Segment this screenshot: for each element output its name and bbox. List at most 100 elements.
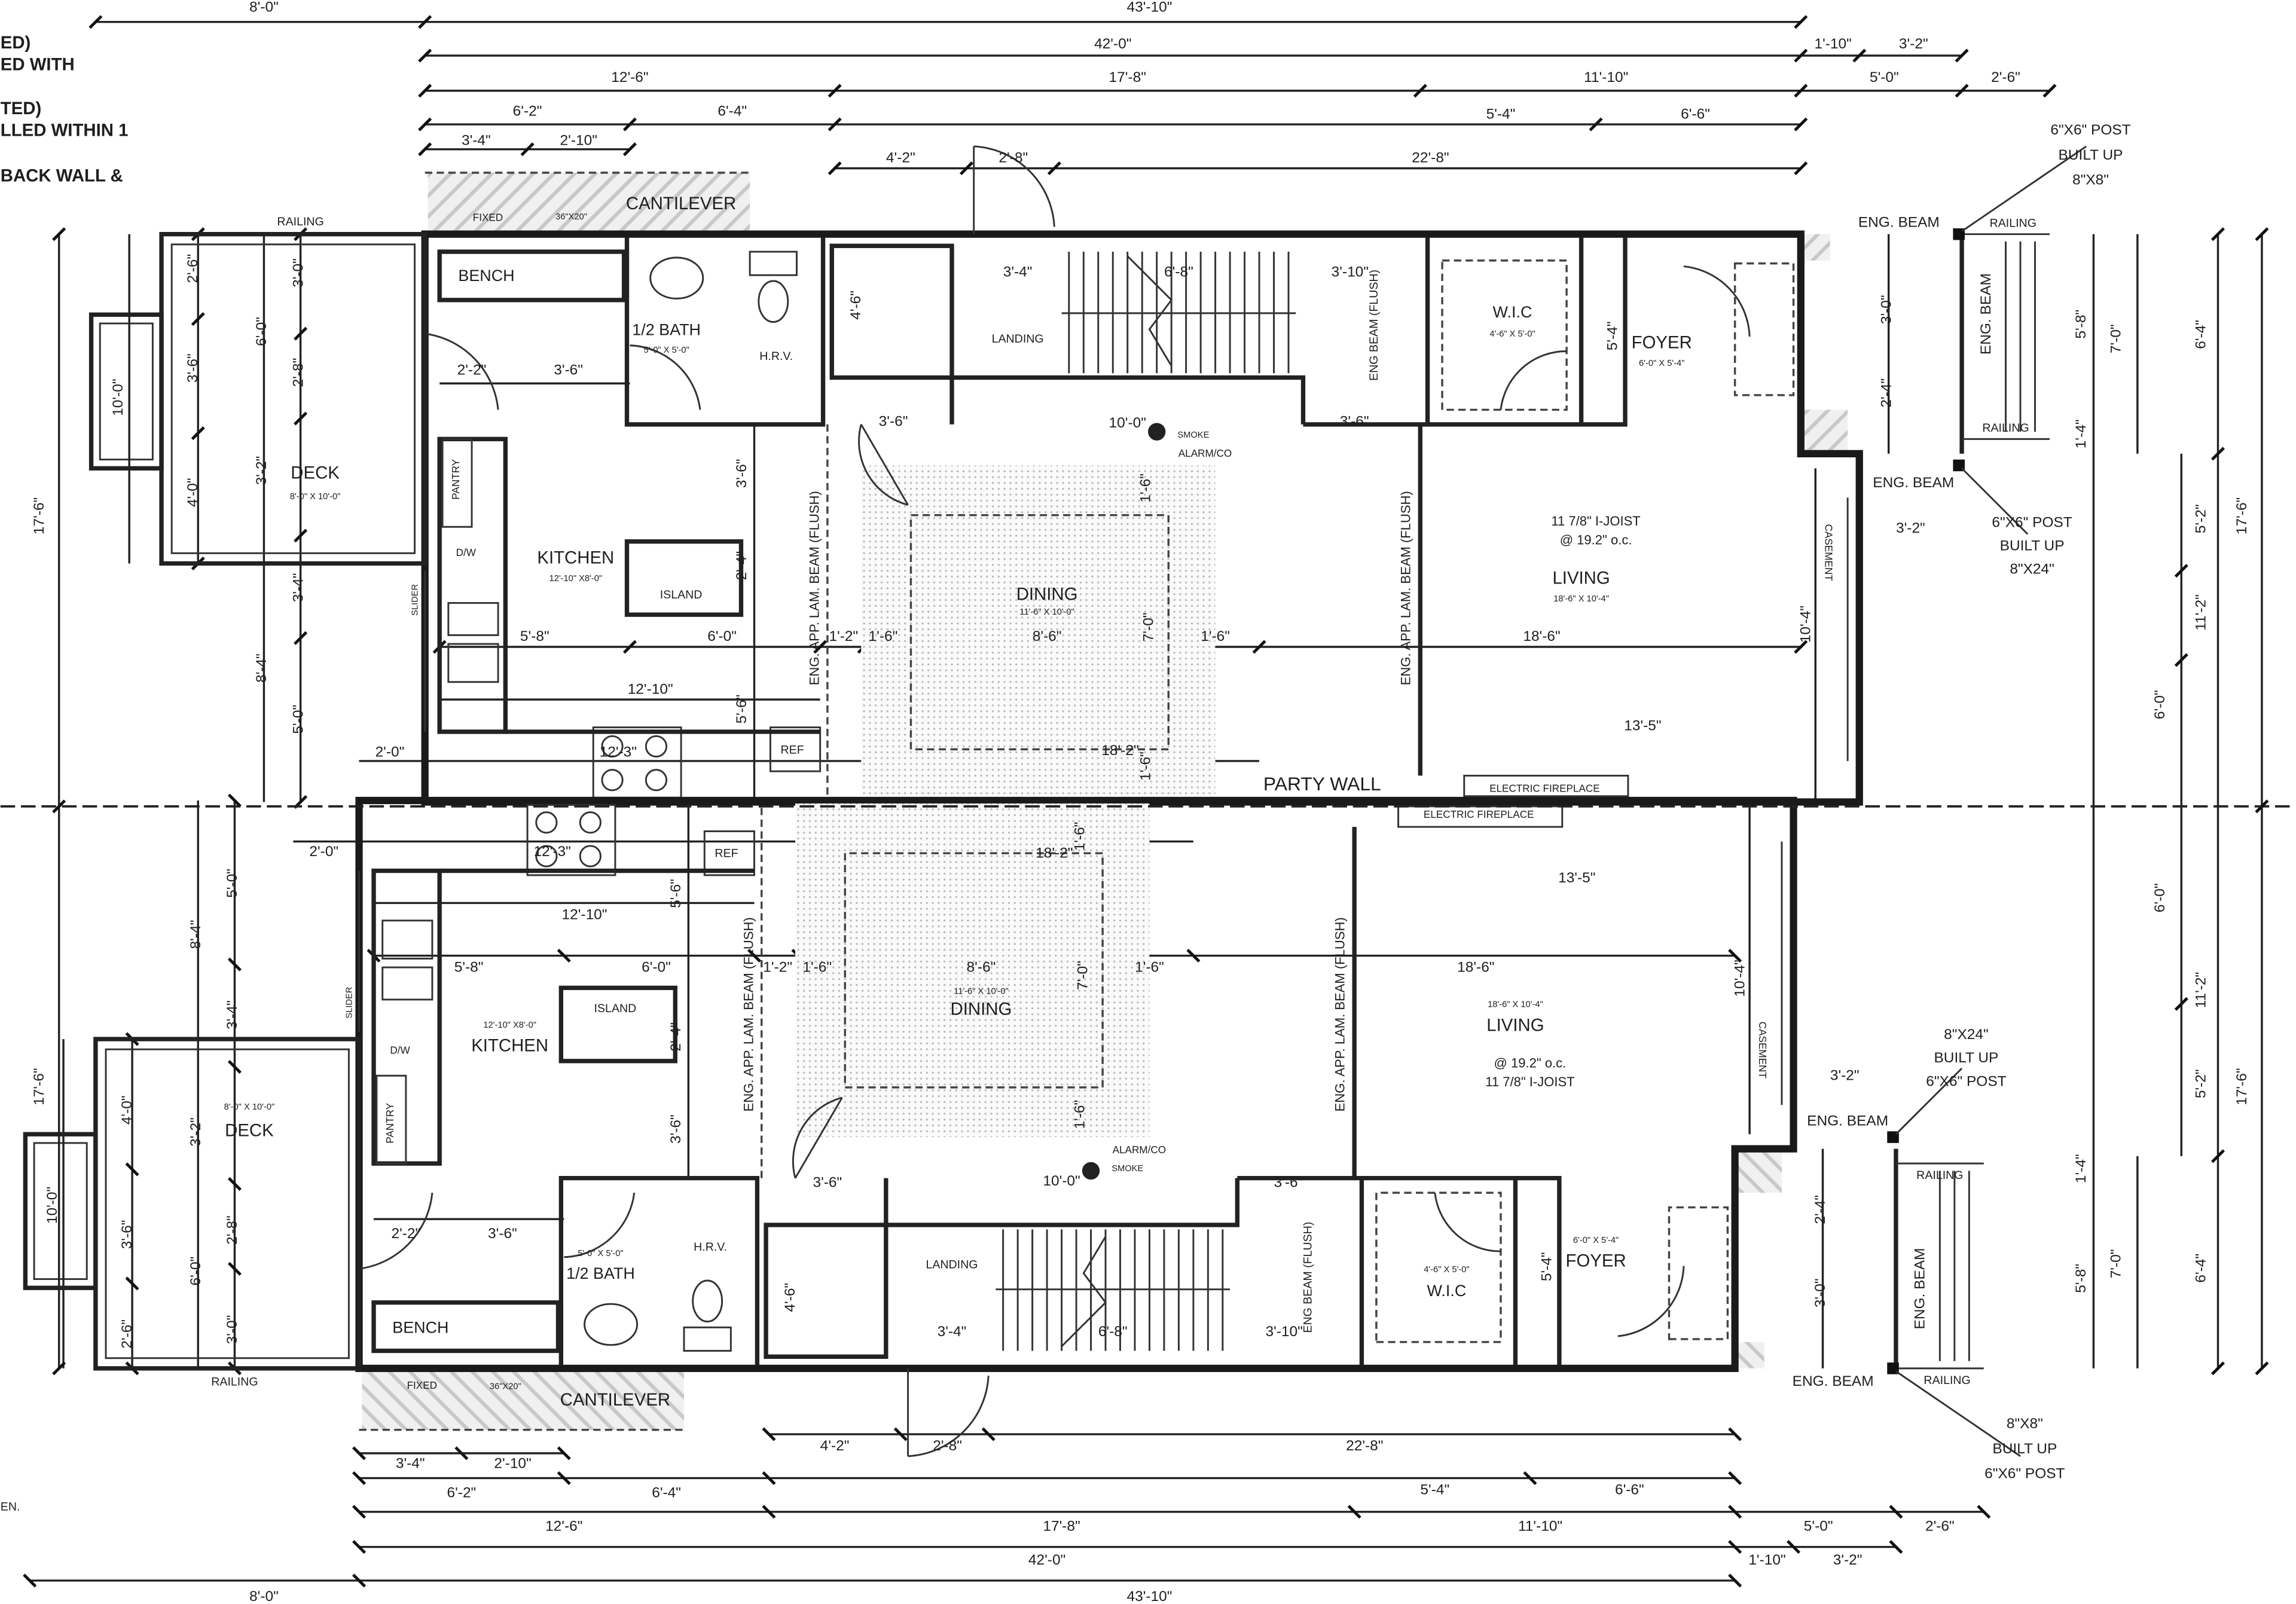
lower-unit-label-v-2-4k: 2'-4" [668, 1022, 684, 1052]
upper-unit-label-joist-spacing: @ 19.2" o.c. [1560, 533, 1632, 548]
lower-unit-label-v-6-0r: 6'-0" [2152, 883, 2168, 912]
lower-unit-label-casement: CASEMENT [1757, 1022, 1769, 1079]
lower-unit-label-i-10-0: 10'-0" [1043, 1173, 1080, 1189]
lower-unit-label-d-6-6: 6'-6" [1615, 1481, 1644, 1498]
lower-unit-label-i-18-2: 18'-2" [1036, 845, 1073, 861]
upper-unit-label-d-1-10: 1'-10" [1814, 36, 1851, 52]
upper-unit-label-i-3-4: 3'-4" [1003, 264, 1033, 280]
lower-unit-label-d-8-0: 8'-0" [249, 1588, 279, 1604]
lower-unit-label-alarm: ALARM/CO [1113, 1144, 1166, 1156]
lower-unit-label-v-5-4f: 5'-4" [1538, 1252, 1555, 1281]
upper-unit-label-half-bath-size: 5'-0" X 5'-0" [643, 346, 689, 355]
lower-unit-label-v-2-4p: 2'-4" [1812, 1195, 1828, 1224]
lower-unit-label-half-bath: 1/2 BATH [566, 1264, 635, 1282]
lower-unit-label-v-3-0: 3'-0" [224, 1315, 240, 1345]
upper-unit-label-kitchen-size: 12'-10" X8'-0" [549, 574, 603, 583]
cantilever-hatch [428, 172, 750, 231]
upper-unit-label-v-4-0: 4'-0" [185, 478, 201, 507]
lower-unit-label-d-43-10: 43'-10" [1126, 1588, 1172, 1604]
upper-unit-label-eng-beam-vert: ENG. BEAM [1978, 273, 1994, 355]
upper-unit-label-v-3-0p: 3'-0" [1878, 295, 1894, 324]
upper-unit-label-i-1-6: 1'-6" [869, 628, 898, 644]
upper-unit-label-v-11-2r: 11'-2" [2193, 594, 2209, 631]
lower-unit-label-fixed: FIXED [407, 1379, 437, 1391]
upper-unit-label-d-12-6: 12'-6" [611, 69, 648, 85]
upper-unit-label-v-17-6r: 17'-6" [2234, 497, 2250, 534]
upper-unit-label-v-3-4: 3'-4" [290, 573, 306, 603]
notes: ED) ED WITH TED) LLED WITHIN 1 BACK WALL… [1, 33, 129, 1514]
upper-unit-label-living-size: 18'-6" X 10'-4" [1553, 594, 1609, 604]
lower-unit-label-post1-a: 6"X6" POST [1984, 1465, 2065, 1481]
lower-unit-label-window-size: 36"X20" [490, 1382, 521, 1392]
upper-unit-label-v-2-6: 2'-6" [185, 254, 201, 283]
lower-unit-label-living: LIVING [1486, 1015, 1544, 1035]
stair-treads [1061, 252, 1296, 374]
lower-unit-label-d-2-10: 2'-10" [494, 1455, 531, 1471]
lower-unit-label-v-2-6: 2'-6" [119, 1319, 135, 1349]
lower-unit-label-foyer: FOYER [1566, 1251, 1626, 1270]
upper-unit-label-ref: REF [781, 744, 804, 757]
lower-unit-label-v-3-4: 3'-4" [224, 1000, 240, 1029]
upper-unit-label-wic: W.I.C [1493, 303, 1532, 321]
upper-unit-label-v-10-0d: 10'-0" [110, 378, 126, 415]
upper-unit-label-living: LIVING [1552, 569, 1610, 588]
upper-unit-label-d-6-6: 6'-6" [1681, 106, 1710, 122]
bench [437, 249, 627, 303]
lower-unit-label-d-4-2: 4'-2" [820, 1438, 850, 1454]
lower-unit-label-island: ISLAND [594, 1002, 637, 1015]
lower-unit-label-v-1-6a: 1'-6" [1072, 1100, 1088, 1129]
upper-unit-label-d-11-10: 11'-10" [1584, 69, 1628, 85]
lower-unit-label-eng-beam-flush: ENG BEAM (FLUSH) [1302, 1222, 1315, 1333]
upper-unit-label-foyer-size: 6'-0" X 5'-4" [1639, 359, 1684, 368]
upper-unit-label-h-3-2r: 3'-2" [1896, 520, 1925, 536]
upper-unit-label-d-3-4: 3'-4" [462, 132, 491, 148]
lower-unit-label-kitchen: KITCHEN [471, 1036, 548, 1056]
lower-unit-label-post1-b: BUILT UP [1992, 1441, 2057, 1457]
lower-unit-label-i-2-0: 2'-0" [309, 844, 338, 860]
lower-unit-label-slider: SLIDER [345, 987, 355, 1019]
upper-unit-label-fixed: FIXED [473, 212, 503, 224]
lower-unit-label-d-2-6: 2'-6" [1925, 1519, 1955, 1535]
note-line: BACK WALL & [1, 166, 123, 186]
upper-unit-label-v-6-4r: 6'-4" [2193, 320, 2209, 349]
lower-unit-label-d-5-4: 5'-4" [1420, 1481, 1449, 1498]
lower-unit-label-railing-left: RAILING [211, 1375, 258, 1388]
upper-unit-label-casement: CASEMENT [1822, 524, 1834, 582]
upper-unit-label-v-3-2: 3'-2" [254, 456, 270, 485]
upper-unit-label-d-8-0: 8'-0" [249, 0, 279, 16]
upper-unit-label-v-1-4r: 1'-4" [2073, 419, 2089, 448]
upper-unit-label-d-3-2: 3'-2" [1899, 36, 1928, 52]
upper-unit-label-dining: DINING [1016, 585, 1078, 604]
upper-unit-label-v-1-6a: 1'-6" [1138, 473, 1154, 503]
lower-unit-label-v-17-6r: 17'-6" [2234, 1068, 2250, 1105]
front-porch [1953, 145, 2087, 535]
lower-unit-label-i-12-3: 12'-3" [533, 844, 570, 860]
upper-unit-label-v-2-4p: 2'-4" [1878, 378, 1894, 408]
upper-unit-label-i-18-6: 18'-6" [1523, 628, 1560, 644]
lower-unit-label-i-1-2: 1'-2" [763, 959, 792, 975]
upper-unit-label-v-5-6k: 5'-6" [734, 695, 750, 724]
lower-unit-label-ref: REF [715, 847, 738, 860]
upper-unit-label-deck-size: 8'-0" X 10'-0" [290, 492, 341, 502]
lower-unit-label-kitchen-size: 12'-10" X8'-0" [483, 1021, 536, 1030]
upper-unit-label-eng-beam-mid: ENG. BEAM [1873, 475, 1954, 491]
upper-unit-label-d-5-4: 5'-4" [1486, 106, 1516, 122]
lower-unit-label-v-3-6k: 3'-6" [668, 1114, 684, 1144]
upper-unit-label-i-6-0: 6'-0" [707, 628, 737, 644]
upper-unit-label-railing-right-top: RAILING [1990, 216, 2037, 230]
upper-unit-label-v-7-0: 7'-0" [1141, 613, 1157, 642]
lower-unit-label-wic-size: 4'-6" X 5'-0" [1424, 1265, 1469, 1275]
lower-unit-label-v-5-6k: 5'-6" [668, 879, 684, 908]
upper-unit-label-v-17-6l: 17'-6" [31, 497, 47, 534]
lower-unit-label-i-1-6b: 1'-6" [1135, 959, 1164, 975]
note-line: ED WITH [1, 55, 75, 75]
upper-unit-label-v-5-4f: 5'-4" [1605, 321, 1621, 350]
upper-unit-label-v-6-0r: 6'-0" [2152, 690, 2168, 719]
upper-unit-label-i-3-10: 3'-10" [1332, 264, 1369, 280]
lower-unit-label-fireplace: ELECTRIC FIREPLACE [1424, 808, 1534, 820]
lower-unit-label-i-5-8: 5'-8" [454, 959, 484, 975]
upper-unit-label-post2-a: 6"X6" POST [1992, 514, 2072, 530]
upper-unit-label-d-43-10: 43'-10" [1126, 0, 1172, 16]
lower-unit-label-v-3-6: 3'-6" [119, 1220, 135, 1249]
